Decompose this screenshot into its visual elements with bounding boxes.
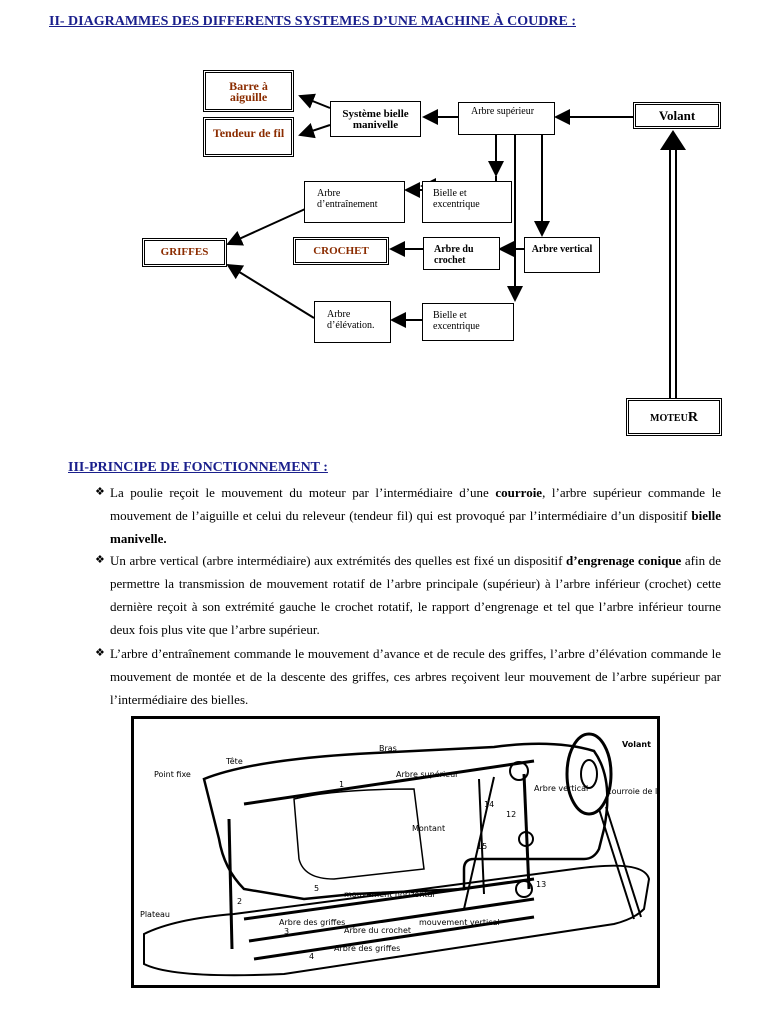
moteur-label-last-letter: R	[687, 410, 698, 425]
box-arbre-superieur: Arbre supérieur	[458, 102, 555, 135]
box-tendeur-fil: Tendeur de fil	[203, 117, 294, 157]
p2-text-c: afin de permettre la transmission de mou…	[110, 553, 721, 637]
sewing-machine-drawing: Tête Bras Volant Point fixe Arbre supéri…	[140, 732, 657, 977]
box-barre-aiguille: Barre à aiguille	[203, 70, 294, 112]
bullet-icon: ❖	[95, 647, 105, 659]
illus-label-arbre-griffes-2: Arbre des griffes	[334, 944, 400, 953]
sewing-machine-illustration: Tête Bras Volant Point fixe Arbre supéri…	[131, 716, 660, 988]
illus-number-14: 14	[484, 800, 494, 809]
paragraph-1: ❖ La poulie reçoit le mouvement du moteu…	[95, 481, 721, 550]
bullet-icon: ❖	[95, 486, 105, 498]
p1-text-c: , l’arbre supérieur commande le mouvemen…	[110, 485, 721, 523]
illus-label-arbre-superieur: Arbre supérieur	[396, 769, 459, 779]
illus-label-volant: Volant	[622, 740, 651, 749]
paragraph-3: ❖ L’arbre d’entraînement commande le mou…	[95, 642, 721, 711]
p2-text-a: Un arbre vertical (arbre intermédiaire) …	[110, 553, 567, 568]
box-arbre-crochet: Arbre du crochet	[423, 237, 500, 270]
illus-label-bras: Bras	[379, 744, 397, 753]
box-arbre-elevation: Arbre d’élévation.	[314, 301, 391, 343]
illus-label-arbre-vertical: Arbre vertical	[534, 784, 588, 793]
illus-number-5: 5	[314, 884, 319, 893]
box-systeme-bielle-manivelle: Système bielle manivelle	[330, 101, 421, 137]
bullet-icon: ❖	[95, 554, 105, 566]
section-heading-diagrams: II- DIAGRAMMES DES DIFFERENTS SYSTEMES D…	[49, 14, 576, 29]
p3-text: L’arbre d’entraînement commande le mouve…	[110, 646, 721, 707]
p2-bold-engrenage: d’engrenage conique	[566, 553, 682, 568]
box-moteur: MOTEUR	[626, 398, 722, 436]
illus-number-13: 13	[536, 880, 546, 889]
illus-number-1: 1	[339, 780, 344, 789]
p1-text-a: La poulie reçoit le mouvement du moteur …	[110, 485, 496, 500]
illus-number-2: 2	[237, 897, 242, 906]
box-bielle-excentrique-1: Bielle et excentrique	[422, 181, 512, 223]
box-arbre-entrainement: Arbre d’entraînement	[304, 181, 405, 223]
box-volant: Volant	[633, 102, 721, 129]
diagram-connectors	[226, 93, 686, 398]
illus-label-plateau: Plateau	[140, 910, 170, 919]
illus-number-15: 15	[477, 842, 487, 851]
illus-number-12: 12	[506, 810, 516, 819]
box-bielle-excentrique-2: Bielle et excentrique	[422, 303, 514, 341]
illus-label-mouvement-vertical: mouvement vertical	[419, 918, 500, 927]
p1-bold-courroie: courroie	[495, 485, 543, 500]
box-crochet: CROCHET	[293, 237, 389, 265]
illus-label-mouvement-horizontal: mouvement horizontal	[344, 890, 435, 899]
box-arbre-vertical: Arbre vertical	[524, 237, 600, 273]
illus-label-tete: Tête	[225, 756, 243, 766]
moteur-label: MOTEU	[650, 413, 688, 424]
section-heading-principe: III-PRINCIPE DE FONCTIONNEMENT :	[68, 460, 328, 475]
paragraph-2: ❖ Un arbre vertical (arbre intermédiaire…	[95, 549, 721, 641]
box-griffes: GRIFFES	[142, 238, 227, 267]
illus-label-courroie: Courroie de l’embrayage	[606, 787, 657, 796]
illus-number-4: 4	[309, 952, 314, 961]
illus-label-montant: Montant	[412, 824, 445, 833]
illus-label-arbre-griffes-1: Arbre des griffes	[279, 918, 345, 927]
illus-number-3: 3	[284, 927, 289, 936]
illus-label-arbre-crochet: Arbre du crochet	[344, 926, 411, 935]
illus-label-point-fixe: Point fixe	[154, 770, 191, 779]
p1-bold-bielle: bielle manivelle.	[110, 508, 721, 546]
